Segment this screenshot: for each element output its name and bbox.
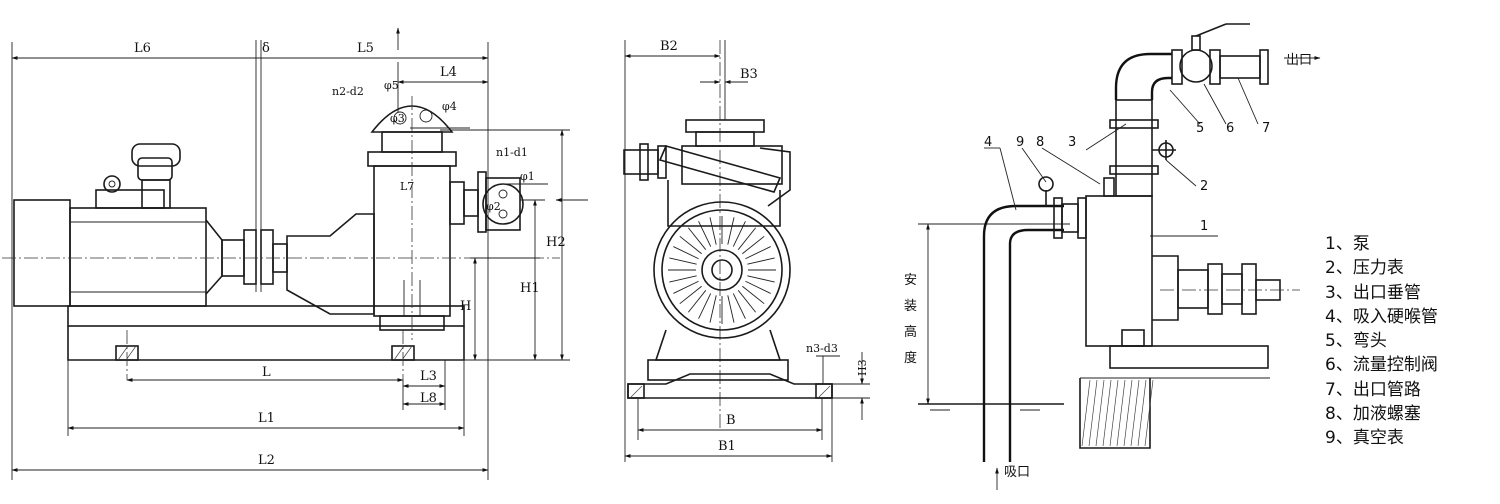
num-5: 5: [1196, 121, 1204, 136]
dim-l4: L4: [440, 65, 457, 80]
motor-fin: [698, 293, 712, 319]
motor-fin: [737, 290, 757, 313]
dim-l: L: [262, 365, 271, 380]
legend-item: 1、泵: [1325, 234, 1370, 254]
motor-fin: [742, 285, 765, 305]
motor-fin: [679, 235, 702, 255]
outlet-label: 出口: [1286, 53, 1312, 68]
num-9: 9: [1016, 135, 1024, 150]
num-4: 4: [984, 135, 992, 150]
num-1: 1: [1200, 219, 1208, 234]
motor-fin: [747, 257, 775, 265]
motor-fin: [698, 221, 712, 247]
dim-l1: L1: [258, 411, 275, 426]
foundation-hatch: [1095, 379, 1105, 447]
num-2: 2: [1200, 179, 1208, 194]
legend-item: 5、弯头: [1325, 331, 1387, 352]
dim-b: B: [726, 413, 736, 428]
motor-fin: [742, 235, 765, 255]
dim-l5: L5: [357, 41, 374, 56]
motor-fin: [709, 295, 717, 323]
motor-fin: [687, 227, 707, 250]
motor-fin: [732, 221, 746, 247]
dim-phi1: φ1: [520, 170, 535, 183]
front-view: L6 δ L5 L4 n2-d2 φ5 φ4 φ3 n1-d1 φ1 φ2 L7…: [2, 27, 588, 480]
parts-legend: 1、泵 2、压力表 3、出口垂管 4、吸入硬喉管 5、弯头 6、流量控制阀 7、…: [1325, 232, 1438, 451]
motor-fin: [727, 295, 735, 323]
foundation-hatch: [1109, 379, 1119, 447]
num-6: 6: [1226, 121, 1234, 136]
dim-l2: L2: [258, 453, 275, 468]
dim-b2: B2: [660, 39, 678, 54]
legend-item: 8、加液螺塞: [1325, 404, 1421, 425]
legend-item: 9、真空表: [1325, 428, 1404, 449]
motor-fin: [673, 246, 699, 260]
dim-phi4: φ4: [442, 100, 457, 113]
motor-fin: [709, 217, 717, 245]
legend-item: 2、压力表: [1325, 258, 1404, 279]
motor-fin: [669, 275, 697, 283]
foundation-hatch: [1081, 379, 1091, 447]
motor-fin: [679, 285, 702, 305]
legend-item: 4、吸入硬喉管: [1325, 306, 1438, 327]
foundation-hatch: [1123, 379, 1133, 447]
motor-fin: [737, 227, 757, 250]
motor-fin: [727, 217, 735, 245]
motor-fin: [687, 290, 707, 313]
foundation-hatch: [1088, 379, 1098, 447]
dim-b1: B1: [718, 439, 736, 454]
foundation-hatch: [1116, 379, 1126, 447]
dim-l7: L7: [400, 180, 414, 193]
legend-item: 6、流量控制阀: [1325, 355, 1438, 376]
dim-delta: δ: [262, 41, 270, 56]
num-8: 8: [1036, 135, 1044, 150]
legend-item: 7、出口管路: [1325, 379, 1421, 400]
motor-fin: [732, 293, 746, 319]
dim-n3d3: n3-d3: [806, 342, 838, 355]
dim-b3: B3: [740, 67, 758, 82]
dim-h1: H1: [520, 281, 540, 296]
motor-fin: [669, 257, 697, 265]
motor-fin: [745, 280, 771, 294]
motor-fin: [745, 246, 771, 260]
install-height-1: 安: [904, 273, 917, 288]
foundation-hatch: [1102, 379, 1112, 447]
suction-label: 吸口: [1004, 465, 1030, 480]
dim-n2d2: n2-d2: [332, 85, 364, 98]
dim-l8: L8: [420, 391, 437, 406]
dim-phi5: φ5: [384, 79, 399, 92]
num-3: 3: [1068, 135, 1076, 150]
foundation-hatch: [1130, 379, 1140, 447]
dim-h2: H2: [546, 235, 566, 250]
dim-l6: L6: [134, 41, 151, 56]
dim-h3: H3: [856, 359, 869, 376]
motor-fin: [747, 275, 775, 283]
legend-item: 3、出口垂管: [1325, 282, 1421, 303]
foundation-hatch: [1144, 379, 1154, 447]
dim-l3: L3: [420, 369, 437, 384]
install-height-4: 度: [904, 350, 917, 366]
foundation-hatch: [1137, 379, 1147, 447]
install-height-3: 高: [904, 324, 917, 340]
dim-phi2: φ2: [486, 200, 501, 213]
num-7: 7: [1262, 121, 1270, 136]
dim-h: H: [460, 299, 471, 314]
install-view: 4 9 8 3 2 5 6 7 1 出口 吸口 安 装 高 度: [904, 23, 1321, 490]
motor-fin: [673, 280, 699, 294]
dim-n1d1: n1-d1: [496, 146, 528, 159]
dim-phi3: φ3: [390, 112, 405, 125]
side-view: B2 B3 n3-d3 H3 B B1: [623, 39, 870, 462]
install-height-2: 装: [904, 299, 917, 314]
